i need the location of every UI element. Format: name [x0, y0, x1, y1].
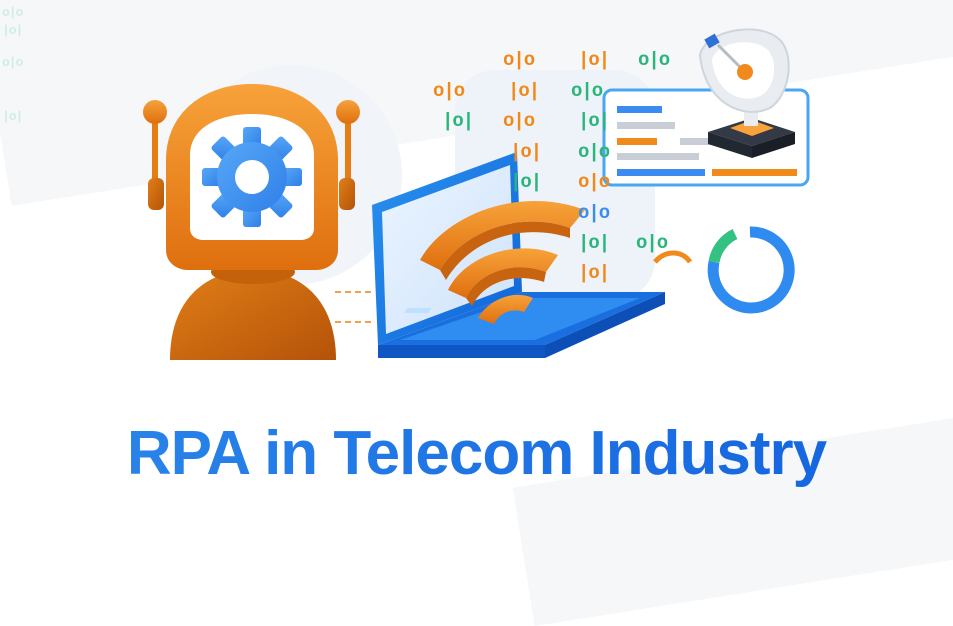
binary-token: |o| [578, 232, 610, 254]
binary-token: |o| [510, 171, 542, 193]
page-title: RPA in Telecom Industry [0, 418, 953, 489]
donut-chart-icon [707, 226, 795, 314]
laptop-icon [372, 152, 665, 358]
satellite-dish-icon [698, 28, 795, 158]
binary-token-faint: |o| [2, 23, 23, 38]
binary-token: |o| [578, 49, 610, 71]
binary-token: o|o [638, 49, 670, 71]
binary-token: o|o [636, 232, 668, 254]
binary-token: |o| [442, 110, 474, 132]
binary-token-faint: o|o [2, 55, 23, 70]
binary-token: o|o [578, 141, 610, 163]
wifi-signal-icon [420, 200, 585, 324]
binary-token: |o| [508, 80, 540, 102]
robot-icon [143, 84, 360, 360]
gear-icon [202, 127, 302, 227]
orange-arc-accent [653, 250, 693, 264]
illustration [143, 28, 810, 360]
binary-token: |o| [510, 141, 542, 163]
binary-token: o|o [503, 110, 535, 132]
binary-token: o|o [571, 80, 603, 102]
binary-token: o|o [433, 80, 465, 102]
binary-token: |o| [578, 262, 610, 284]
binary-token: o|o [578, 171, 610, 193]
binary-token: o|o [578, 202, 610, 224]
binary-token-faint: |o| [2, 109, 23, 124]
binary-token: |o| [578, 110, 610, 132]
binary-token-faint: o|o [2, 5, 23, 20]
binary-token: o|o [503, 49, 535, 71]
